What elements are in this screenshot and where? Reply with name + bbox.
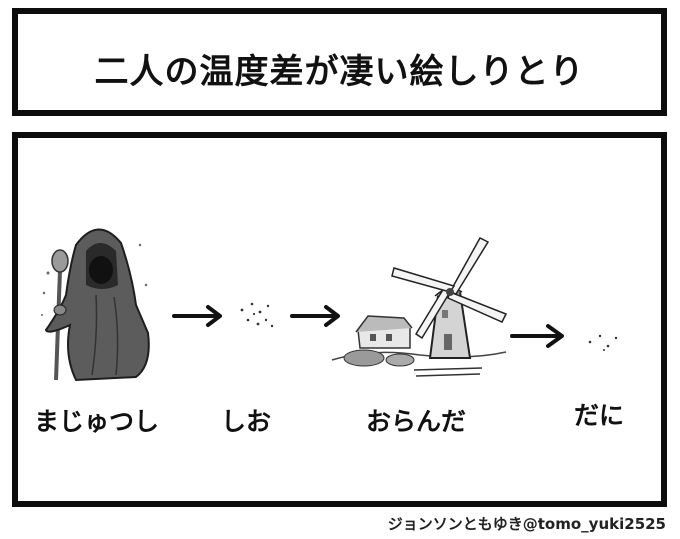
page-title: 二人の温度差が凄い絵しりとり bbox=[94, 52, 585, 92]
tick-icon bbox=[588, 334, 618, 351]
title-panel: 二人の温度差が凄い絵しりとり bbox=[12, 8, 667, 116]
salt-icon bbox=[240, 302, 274, 328]
arrow-icon bbox=[172, 305, 222, 327]
arrow-icon bbox=[290, 305, 340, 327]
word-label: しお bbox=[221, 407, 272, 436]
word-label: おらんだ bbox=[366, 407, 467, 436]
word-label: だに bbox=[574, 401, 625, 430]
windmill-icon bbox=[331, 237, 508, 377]
word-label: まじゅつし bbox=[34, 407, 160, 436]
wizard-icon bbox=[41, 228, 150, 382]
author-credit: ジョンソンともゆき@tomo_yuki2525 bbox=[387, 515, 666, 533]
arrow-icon bbox=[510, 324, 564, 348]
